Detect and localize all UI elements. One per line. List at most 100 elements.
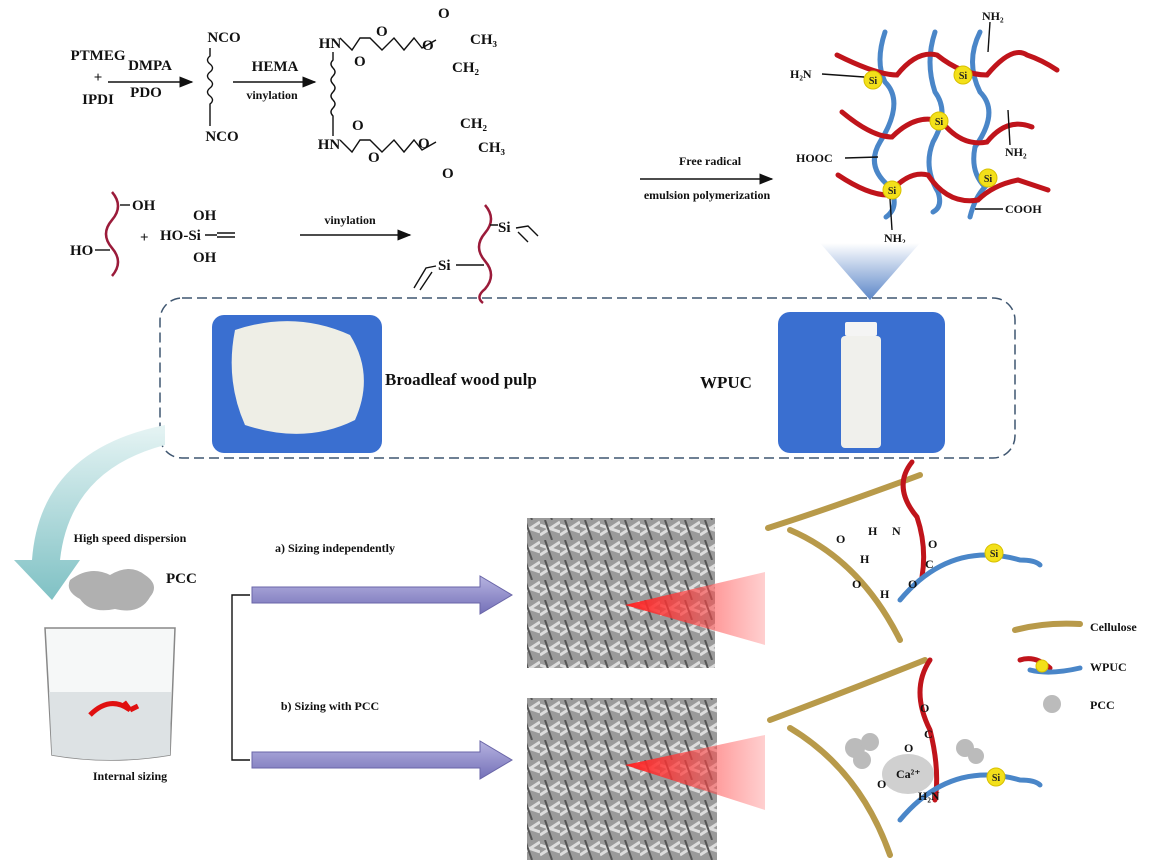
route-a-arrow xyxy=(251,575,513,615)
svg-text:C: C xyxy=(924,727,933,741)
mechanism-b: Si Ca²⁺ O O C O H₂N xyxy=(767,657,1043,858)
svg-text:O: O xyxy=(928,537,937,551)
legend-wpuc: WPUC xyxy=(1090,660,1127,674)
plus-sign: + xyxy=(140,230,149,246)
nco-bottom: NCO xyxy=(205,129,238,145)
svg-text:H: H xyxy=(880,587,890,601)
curved-process-arrow xyxy=(14,425,165,600)
svg-text:O: O xyxy=(904,741,913,755)
si-node: Si xyxy=(882,180,902,200)
plus-sign: + xyxy=(94,70,103,86)
magnification-cone xyxy=(625,735,765,810)
svg-text:N: N xyxy=(892,524,901,538)
o-atom: O xyxy=(352,118,364,134)
pcc-powder xyxy=(68,569,154,611)
legend-pcc: PCC xyxy=(1090,698,1115,712)
free-radical-label: Free radical xyxy=(679,154,742,168)
o-atom: O xyxy=(438,6,450,22)
svg-text:O: O xyxy=(836,532,845,546)
legend: Cellulose WPUC PCC xyxy=(1012,620,1137,713)
legend-pcc-swatch xyxy=(1043,695,1061,713)
si-node: Si xyxy=(978,168,998,188)
pcc-label: PCC xyxy=(166,571,197,587)
beaker-icon xyxy=(44,627,176,761)
amine-label: H₂N xyxy=(790,67,812,81)
carboxyl-label: COOH xyxy=(1005,202,1042,216)
hn-bottom: HN xyxy=(318,137,341,153)
methacrylate-top xyxy=(339,36,437,52)
reagent-hema: HEMA xyxy=(252,59,299,75)
synthesis-step-3: Free radical emulsion polymerization xyxy=(640,154,774,202)
svg-text:O: O xyxy=(852,577,861,591)
methacrylate-bottom xyxy=(339,138,437,154)
wpuc-bottle-photo xyxy=(778,312,945,453)
o-atom: O xyxy=(442,166,454,182)
magnification-cone xyxy=(625,572,765,645)
branch-bracket xyxy=(231,594,250,761)
dispersion-label: High speed dispersion xyxy=(74,531,187,545)
svg-text:O: O xyxy=(920,701,929,715)
ch2-group: CH₂ xyxy=(460,116,488,132)
carboxyl-label: HOOC xyxy=(796,151,833,165)
si-node: Si xyxy=(929,111,949,131)
condition-vinylation: vinylation xyxy=(324,213,376,227)
svg-text:Si: Si xyxy=(869,76,878,87)
internal-sizing-label: Internal sizing xyxy=(93,769,167,783)
ch2-group: CH₂ xyxy=(452,60,480,76)
synthesis-step-2: HEMA vinylation HN HN O O O O CH₃ CH₂ O … xyxy=(233,6,506,182)
silane-vinylation: OH HO + HO-Si OH OH vinylation Si Si xyxy=(70,191,539,304)
svg-text:Si: Si xyxy=(935,117,944,128)
hn-top: HN xyxy=(319,36,342,52)
si-atom: Si xyxy=(498,220,511,236)
hydroxyl: OH xyxy=(132,198,156,214)
o-atom: O xyxy=(418,136,430,152)
prepolymer-chain xyxy=(206,48,214,126)
reactant-ptmeg: PTMEG xyxy=(71,48,126,64)
hydroxyl: HO xyxy=(70,243,93,259)
si-atom: Si xyxy=(438,258,451,274)
o-atom: O xyxy=(422,38,434,54)
legend-cellulose-swatch xyxy=(1012,620,1083,633)
condition-vinylation: vinylation xyxy=(246,88,298,102)
o-atom: O xyxy=(368,150,380,166)
si-node: Si xyxy=(953,65,973,85)
down-triangle-indicator xyxy=(820,243,920,300)
route-a-label: a) Sizing independently xyxy=(275,541,395,555)
o-atom: O xyxy=(376,24,388,40)
svg-text:Si: Si xyxy=(990,549,999,560)
o-atom: O xyxy=(354,54,366,70)
svg-text:Si: Si xyxy=(992,773,1001,784)
amine-label: NH₂ xyxy=(1005,145,1027,159)
materials-box xyxy=(159,297,1016,459)
svg-text:Si: Si xyxy=(888,186,897,197)
route-b-arrow xyxy=(251,740,513,780)
wpuc-label: WPUC xyxy=(700,373,752,392)
amine-label: NH₂ xyxy=(982,9,1004,23)
route-b-label: b) Sizing with PCC xyxy=(281,699,379,713)
chain xyxy=(330,52,336,136)
reagent-pdo: PDO xyxy=(130,85,162,101)
wpuc-network: Si Si Si Si Si H₂N NH₂ NH₂ HOOC NH₂ COOH xyxy=(790,9,1060,245)
pulp-photo xyxy=(212,315,382,453)
svg-text:H₂N: H₂N xyxy=(918,789,940,803)
pulp-label: Broadleaf wood pulp xyxy=(385,370,537,389)
synthesis-step-1: PTMEG + IPDI DMPA PDO NCO NCO xyxy=(71,30,241,145)
svg-text:O: O xyxy=(908,577,917,591)
amine-label: NH₂ xyxy=(884,231,906,245)
nco-top: NCO xyxy=(207,30,240,46)
svg-text:Si: Si xyxy=(984,174,993,185)
hydroxyl: OH xyxy=(193,208,217,224)
si-node: Si xyxy=(863,70,883,90)
svg-text:H: H xyxy=(860,552,870,566)
reagent-dmpa: DMPA xyxy=(128,58,172,74)
svg-text:C: C xyxy=(925,557,934,571)
svg-text:H: H xyxy=(868,524,878,538)
legend-cellulose: Cellulose xyxy=(1090,620,1137,634)
reactant-ipdi: IPDI xyxy=(82,92,114,108)
ch3-group: CH₃ xyxy=(478,140,506,156)
ch3-group: CH₃ xyxy=(470,32,498,48)
svg-text:O: O xyxy=(877,777,886,791)
svg-text:Ca²⁺: Ca²⁺ xyxy=(896,767,921,781)
svg-text:Si: Si xyxy=(959,71,968,82)
